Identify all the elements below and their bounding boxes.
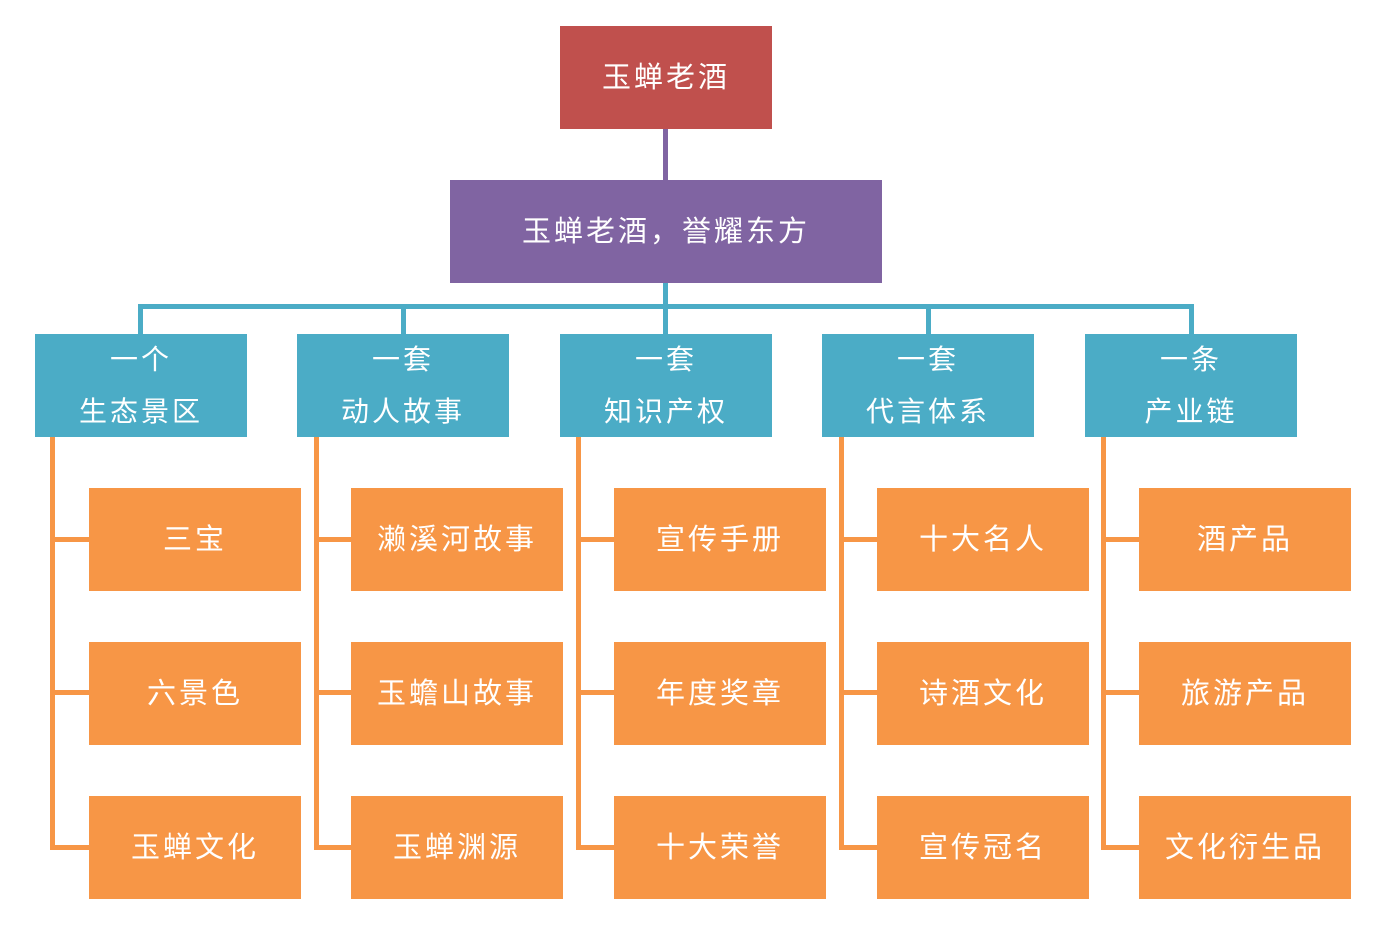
item-node: 宣传手册 [614,488,826,591]
item-branch [576,690,614,695]
item-label: 十大荣誉 [655,829,784,864]
slogan-node: 玉蝉老酒，誉耀东方 [450,180,882,283]
item-branch [50,845,89,850]
category-line2: 生态景区 [78,394,203,428]
category-1-trunk [50,437,55,850]
category-drop-4 [926,304,931,334]
category-line1: 一套 [896,342,959,376]
item-node: 文化衍生品 [1139,796,1351,899]
item-branch [1101,845,1139,850]
item-label: 年度奖章 [655,675,784,710]
item-label: 濑溪河故事 [376,521,537,556]
category-node-stories: 一套 动人故事 [297,334,509,437]
category-line1: 一个 [109,342,172,376]
category-node-endorsement-system: 一套 代言体系 [822,334,1034,437]
category-drop-3 [663,304,668,334]
category-4-trunk [839,437,844,850]
slogan-down-connector [663,283,668,307]
item-branch [839,537,877,542]
item-label: 玉蝉渊源 [392,829,521,864]
item-label: 宣传手册 [655,521,784,556]
item-node: 十大名人 [877,488,1089,591]
root-node: 玉蝉老酒 [560,26,772,129]
item-node: 酒产品 [1139,488,1351,591]
item-branch [576,845,614,850]
category-line2: 产业链 [1144,394,1238,428]
slogan-label: 玉蝉老酒，誉耀东方 [521,213,810,248]
category-line1: 一套 [371,342,434,376]
category-3-trunk [576,437,581,850]
category-2-trunk [314,437,319,850]
category-5-trunk [1101,437,1106,850]
category-node-intellectual-property: 一套 知识产权 [560,334,772,437]
category-line2: 代言体系 [865,394,990,428]
item-node: 玉蝉文化 [89,796,301,899]
item-node: 旅游产品 [1139,642,1351,745]
item-node: 年度奖章 [614,642,826,745]
category-drop-5 [1189,304,1194,334]
root-connector [663,129,668,180]
item-label: 宣传冠名 [918,829,1047,864]
item-label: 旅游产品 [1180,675,1309,710]
item-node: 濑溪河故事 [351,488,563,591]
item-node: 诗酒文化 [877,642,1089,745]
item-branch [1101,537,1139,542]
category-drop-1 [138,304,143,334]
item-label: 玉蝉文化 [130,829,259,864]
item-branch [314,690,351,695]
category-line2: 知识产权 [603,394,728,428]
item-label: 十大名人 [918,521,1047,556]
item-branch [839,690,877,695]
item-label: 六景色 [146,675,243,710]
item-branch [314,845,351,850]
category-node-ecological-area: 一个 生态景区 [35,334,247,437]
item-node: 六景色 [89,642,301,745]
category-line1: 一条 [1159,342,1222,376]
root-label: 玉蝉老酒 [601,59,730,94]
item-branch [1101,690,1139,695]
category-drop-2 [401,304,406,334]
item-branch [314,537,351,542]
item-branch [50,537,89,542]
item-branch [576,537,614,542]
item-node: 三宝 [89,488,301,591]
item-label: 文化衍生品 [1164,829,1325,864]
item-branch [839,845,877,850]
category-line1: 一套 [634,342,697,376]
item-node: 十大荣誉 [614,796,826,899]
item-label: 玉蟾山故事 [376,675,537,710]
item-branch [50,690,89,695]
category-line2: 动人故事 [340,394,465,428]
category-node-industry-chain: 一条 产业链 [1085,334,1297,437]
item-label: 三宝 [162,521,227,556]
item-node: 宣传冠名 [877,796,1089,899]
item-label: 酒产品 [1196,521,1293,556]
item-node: 玉蟾山故事 [351,642,563,745]
item-label: 诗酒文化 [918,675,1047,710]
item-node: 玉蝉渊源 [351,796,563,899]
